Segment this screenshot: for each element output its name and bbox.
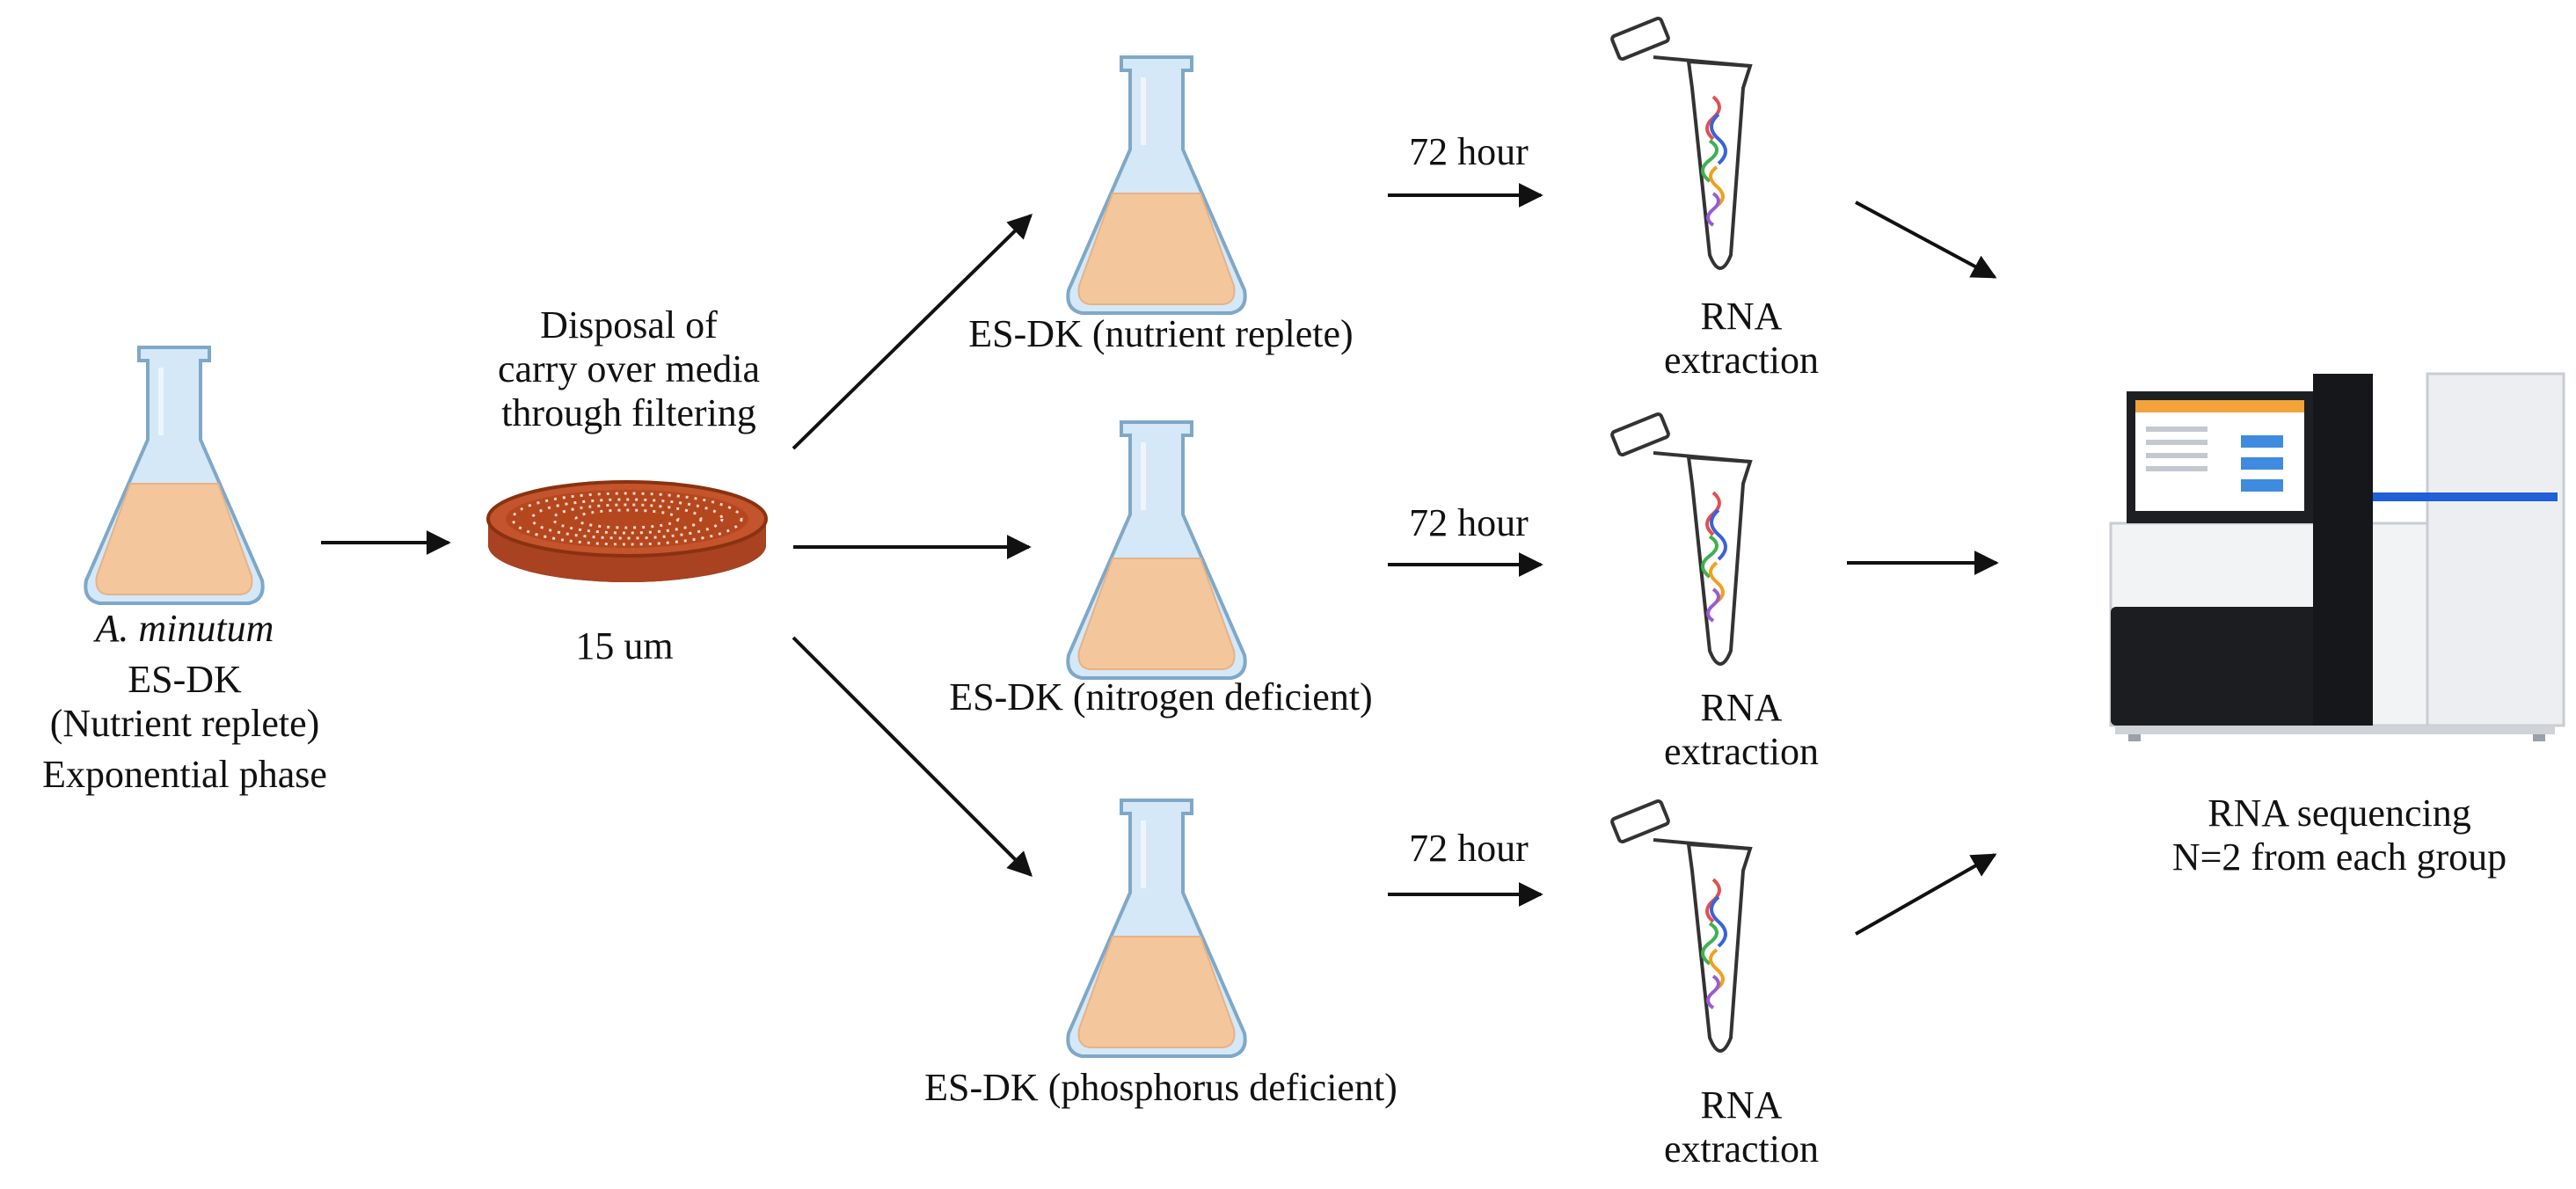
arrow-extraction-3-to-sequencing xyxy=(1855,853,1997,936)
rna-extraction-line: RNA xyxy=(1700,686,1783,729)
treatment-label-nitrogen-deficient: ES-DK (nitrogen deficient) xyxy=(949,675,1373,719)
arrow-filter-to-replete xyxy=(792,214,1033,450)
source-culture-label: A. minutum ES-DK (Nutrient replete) Expo… xyxy=(0,607,369,797)
filter-dish-icon xyxy=(486,480,768,582)
sequencing-label: RNA sequencing N=2 from each group xyxy=(2120,791,2559,879)
rna-tube-icon-3 xyxy=(1609,798,1752,1053)
rna-extraction-line: extraction xyxy=(1664,1127,1819,1171)
rna-tube-icon-1 xyxy=(1609,15,1752,271)
treatment-label-nutrient-replete: ES-DK (nutrient replete) xyxy=(968,312,1354,355)
rna-extraction-line: RNA xyxy=(1700,295,1783,338)
filter-pore-size: 15 um xyxy=(575,624,674,667)
medium-name: ES-DK xyxy=(128,658,242,701)
duration-label-3: 72 hour xyxy=(1409,827,1529,870)
rna-extraction-label-3: RNA extraction xyxy=(1636,1083,1847,1171)
filter-description-line: Disposal of xyxy=(540,303,718,346)
sequencer-icon xyxy=(2109,372,2565,741)
source-flask-icon xyxy=(85,347,262,603)
culture-condition: (Nutrient replete) xyxy=(49,702,320,745)
filter-description-line: carry over media xyxy=(497,347,761,390)
filter-description-line: through filtering xyxy=(501,391,756,434)
phosphorus-deficient-flask-icon xyxy=(1068,800,1244,1056)
arrow-filter-to-phosphorus xyxy=(792,636,1033,877)
nutrient-replete-flask-icon xyxy=(1068,57,1244,313)
filter-description: Disposal of carry over media through fil… xyxy=(457,303,800,435)
rna-tube-icon-2 xyxy=(1609,411,1752,666)
treatment-label-phosphorus-deficient: ES-DK (phosphorus deficient) xyxy=(924,1066,1397,1109)
species-name: A. minutum xyxy=(95,607,274,650)
duration-label-1: 72 hour xyxy=(1409,130,1529,173)
nitrogen-deficient-flask-icon xyxy=(1068,422,1244,678)
rna-extraction-line: RNA xyxy=(1700,1083,1783,1127)
rna-extraction-label-2: RNA extraction xyxy=(1636,686,1847,774)
growth-phase: Exponential phase xyxy=(42,753,327,796)
rna-extraction-label-1: RNA extraction xyxy=(1636,295,1847,383)
sequencing-title: RNA sequencing xyxy=(2207,791,2471,835)
arrow-extraction-1-to-sequencing xyxy=(1855,201,1997,279)
rna-extraction-line: extraction xyxy=(1664,730,1819,773)
duration-label-2: 72 hour xyxy=(1409,501,1529,544)
rna-extraction-line: extraction xyxy=(1664,339,1819,382)
sequencing-sample-size: N=2 from each group xyxy=(2171,835,2507,879)
